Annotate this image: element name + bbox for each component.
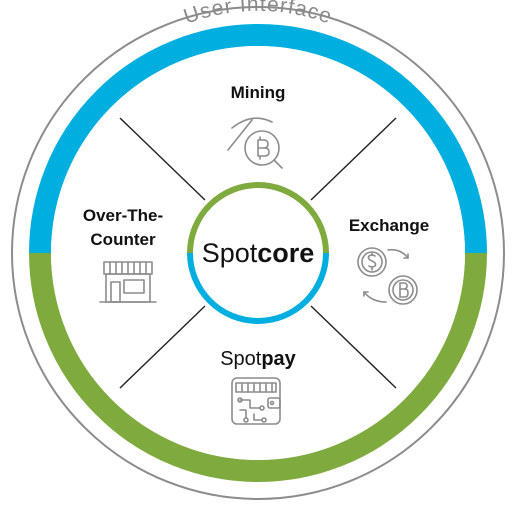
spotpay-brand: Spotpay (220, 348, 296, 370)
center-brand-prefix: Spot (202, 238, 258, 268)
storefront-icon (99, 261, 157, 303)
divider-bottom-left (119, 305, 206, 389)
otc-title-line1: Over-The- (83, 206, 163, 225)
center-ring-green (187, 182, 329, 254)
green-band-bottom (29, 252, 487, 482)
exchange-title: Exchange (349, 216, 429, 235)
center-brand: Spotcore (202, 238, 315, 268)
spotpay-brand-prefix: Spot (220, 348, 262, 370)
dollar-bitcoin-exchange-icon (357, 247, 418, 305)
spotpay-brand-suffix: pay (261, 348, 296, 370)
otc-title-line2: Counter (90, 230, 156, 249)
circuit-wallet-icon (231, 377, 281, 425)
pickaxe-bitcoin-icon (227, 117, 283, 169)
mining-title: Mining (231, 83, 286, 102)
divider-top-left (119, 117, 206, 201)
blue-band-top (29, 24, 487, 254)
divider-bottom-right (310, 305, 397, 389)
center-hub (190, 185, 326, 321)
center-ring-blue (187, 252, 329, 324)
center-brand-suffix: core (257, 238, 314, 268)
divider-top-right (310, 117, 397, 201)
